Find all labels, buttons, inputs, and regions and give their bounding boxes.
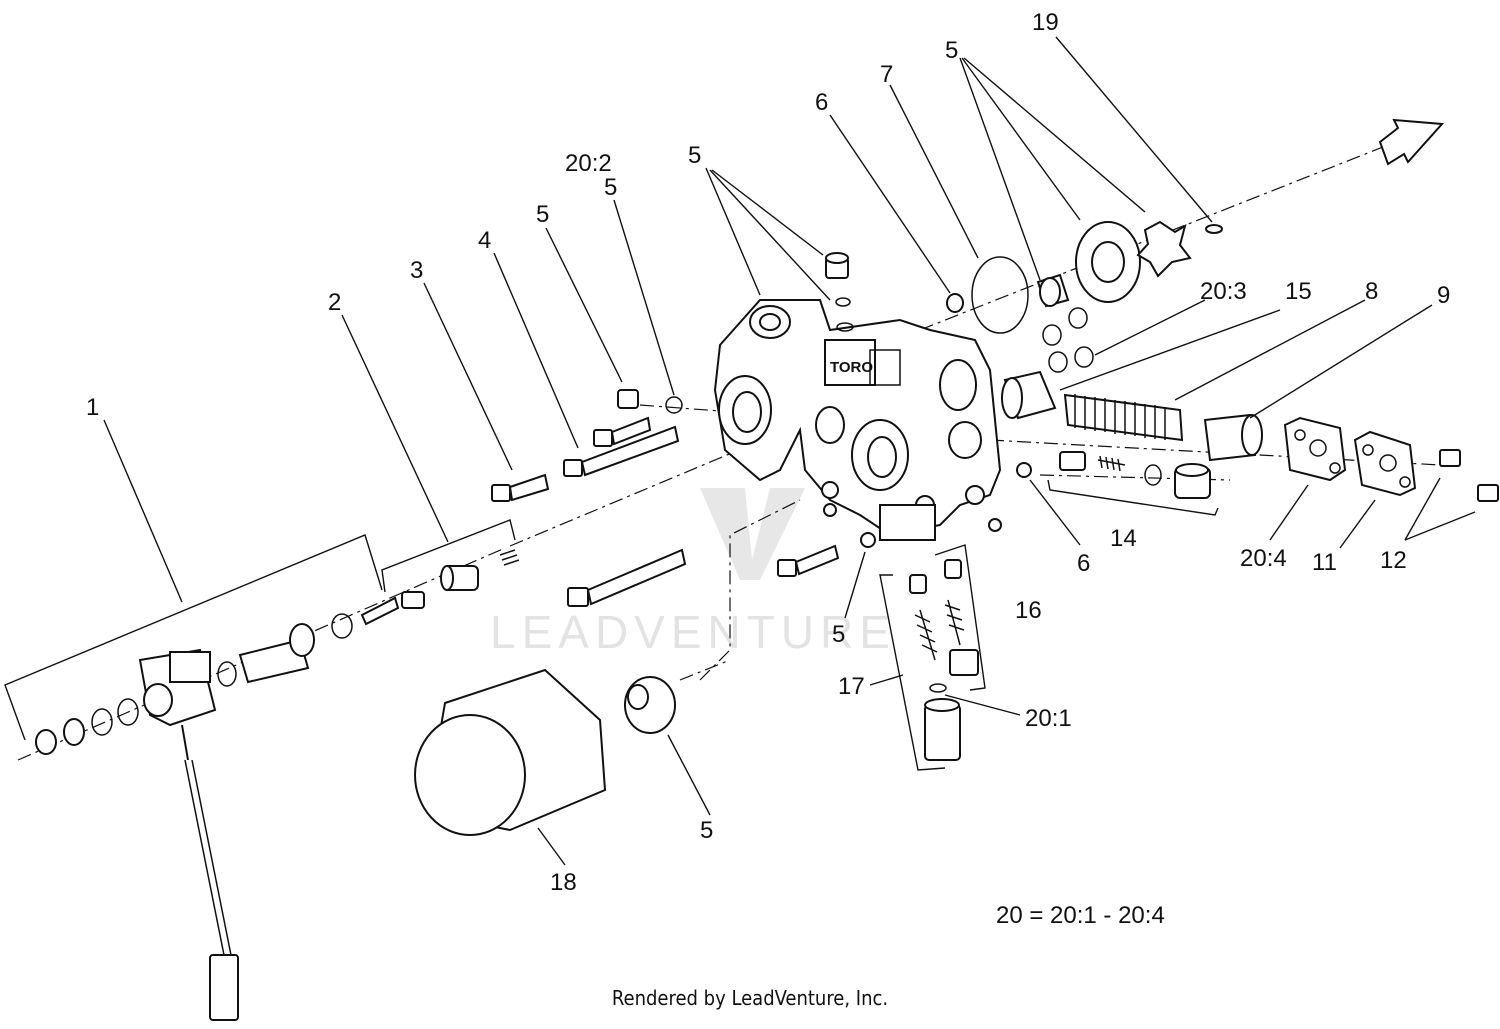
- callout-20-4: 20:4: [1240, 545, 1287, 572]
- callout-11: 11: [1312, 549, 1337, 576]
- callout-20-2: 20:2: [565, 150, 612, 177]
- callout-12: 12: [1380, 547, 1407, 574]
- callout-5-a: 5: [536, 201, 549, 228]
- watermark-text: LEADVENTURE: [490, 606, 896, 658]
- callout-6-bottom: 6: [1077, 550, 1090, 577]
- callout-20-3: 20:3: [1200, 278, 1247, 305]
- top-right-parts: [946, 220, 1223, 373]
- lower-valve-parts: [909, 559, 979, 761]
- callout-2: 2: [328, 289, 341, 316]
- pump-housing: TORO: [713, 299, 1002, 541]
- plug-top: [825, 252, 854, 332]
- callout-5-g: 5: [832, 621, 845, 648]
- oil-filter: [414, 668, 676, 836]
- callout-5-c: 5: [688, 142, 701, 169]
- spool-valve: [360, 549, 520, 626]
- callout-4: 4: [478, 227, 491, 254]
- check-valve-parts: [1016, 451, 1211, 499]
- callout-7: 7: [880, 61, 893, 88]
- callout-6-top-visible: 6: [815, 89, 828, 116]
- callout-14: 14: [1110, 525, 1137, 552]
- toro-logo: TORO: [830, 359, 873, 376]
- callout-18: 18: [550, 869, 577, 896]
- equation-note: 20 = 20:1 - 20:4: [996, 902, 1165, 929]
- callout-5-e: 5: [945, 37, 958, 64]
- solenoid-assembly: [35, 613, 353, 1021]
- footer-credit: Rendered by LeadVenture, Inc.: [611, 986, 889, 1010]
- callout-17: 17: [838, 673, 865, 700]
- callout-19: 19: [1032, 9, 1059, 36]
- callout-labels: 1 2 3 4 5 5 5 20:2 5 5 6 7 5 19 20:3 15 …: [86, 9, 1450, 929]
- callout-9: 9: [1437, 282, 1450, 309]
- watermark: LEADVENTURE: [490, 488, 896, 658]
- group-brackets: [4, 479, 1219, 771]
- callout-1: 1: [86, 394, 99, 421]
- relief-valve-assembly: [1001, 370, 1499, 502]
- callout-5-b: 5: [604, 174, 617, 201]
- leader-lines: [103, 36, 1476, 866]
- callout-3: 3: [410, 257, 423, 284]
- callout-20-1: 20:1: [1025, 705, 1072, 732]
- bolts-left: [491, 389, 1002, 607]
- callout-15: 15: [1285, 278, 1312, 305]
- callout-16: 16: [1015, 597, 1042, 624]
- direction-arrow-icon: [1378, 118, 1445, 166]
- callout-8: 8: [1365, 278, 1378, 305]
- callout-5-h: 5: [700, 817, 713, 844]
